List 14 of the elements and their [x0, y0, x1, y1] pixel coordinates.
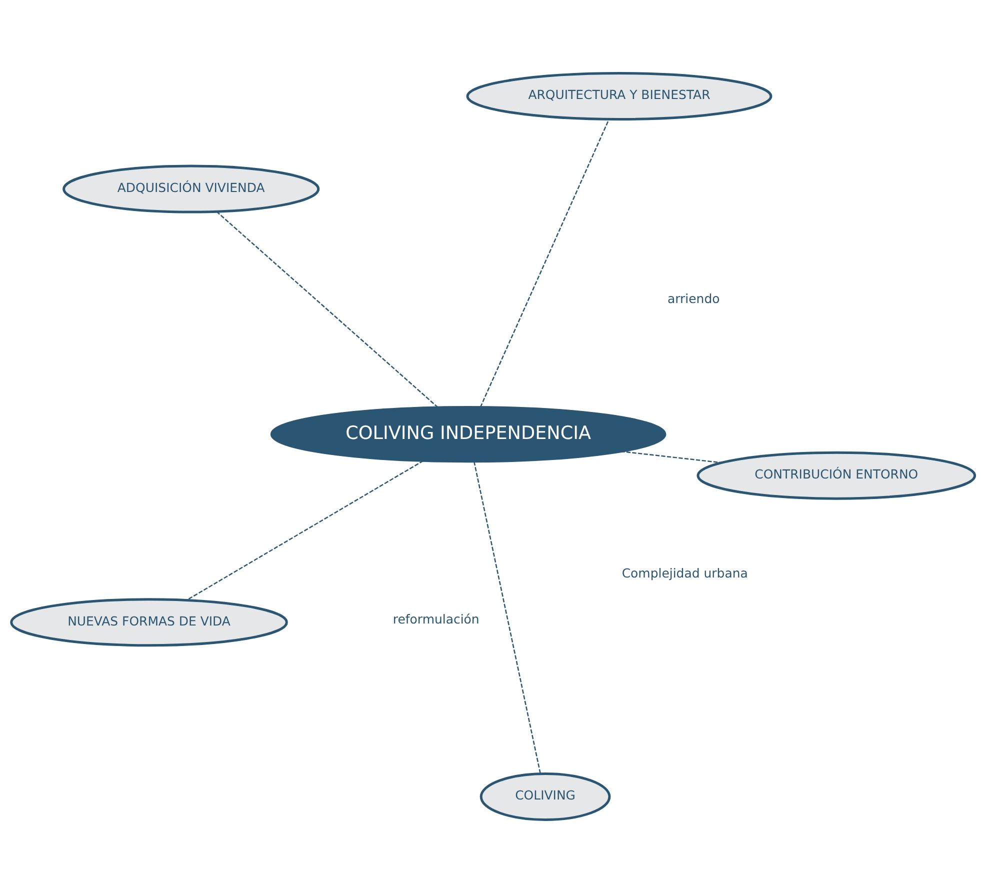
node-ellipse: NUEVAS FORMAS DE VIDA [10, 598, 288, 646]
connector [620, 450, 722, 463]
connector [216, 210, 438, 408]
label: reformulación [392, 610, 480, 626]
connector [480, 118, 610, 407]
label: arriendo [667, 290, 720, 306]
node-ellipse: ADQUISICIÓN VIVIENDA [62, 164, 320, 213]
node-ellipse: CONTRIBUCIÓN ENTORNO [696, 450, 976, 500]
label: Complejidad urbana [622, 565, 748, 580]
connector [473, 460, 542, 774]
node-ellipse: ARQUITECTURA Y BIENESTAR [466, 72, 772, 120]
connector [186, 460, 424, 600]
node-ellipse: COLIVING INDEPENDENCIA [270, 405, 666, 462]
node-ellipse: COLIVING [480, 772, 611, 820]
